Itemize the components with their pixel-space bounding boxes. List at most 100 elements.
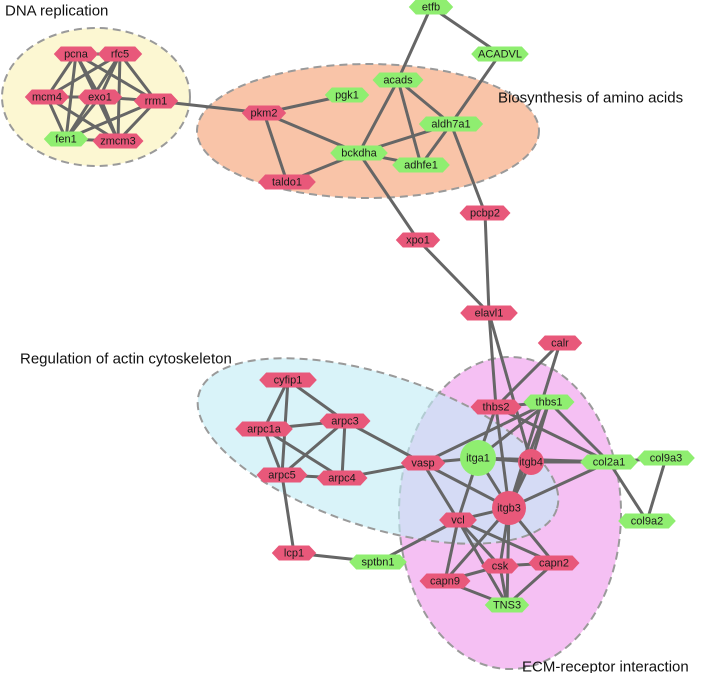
node-label-zmcm3: zmcm3 bbox=[100, 136, 135, 148]
node-shape-itga1 bbox=[460, 440, 496, 476]
node-shape-col2a1 bbox=[580, 454, 638, 470]
edge-vasp-vcl bbox=[421, 461, 460, 522]
edge-thbs2-col2a1 bbox=[494, 405, 611, 464]
cluster-label-actin: Regulation of actin cytoskeleton bbox=[20, 351, 232, 368]
edge-acads-bckdha bbox=[357, 78, 400, 155]
node-label-aldh7a1: aldh7a1 bbox=[431, 119, 470, 131]
edge-arpc3-arpc4 bbox=[340, 419, 347, 480]
edge-aldh7a1-pcbp2 bbox=[449, 122, 487, 215]
node-label-bckdha: bckdha bbox=[341, 148, 377, 160]
node-label-elavl1: elavl1 bbox=[475, 308, 504, 320]
edge-col2a1-col9a2 bbox=[607, 460, 649, 523]
edge-arpc5-lcp1 bbox=[280, 473, 296, 555]
node-label-calr: calr bbox=[551, 338, 569, 350]
node-label-sptbn1: sptbn1 bbox=[361, 557, 394, 569]
edge-xpo1-elavl1 bbox=[416, 238, 491, 315]
node-shape-capn2 bbox=[528, 555, 580, 571]
node-zmcm3: zmcm3 bbox=[92, 133, 144, 149]
node-shape-col9a2 bbox=[618, 513, 676, 529]
edge-thbs1-col2a1 bbox=[547, 400, 611, 464]
node-label-itgb3: itgb3 bbox=[497, 503, 521, 515]
node-itgb4: itgb4 bbox=[518, 449, 544, 475]
node-shape-csk bbox=[481, 558, 519, 574]
edge-arpc3-arpc5 bbox=[280, 419, 347, 477]
edge-elavl1-thbs2 bbox=[487, 311, 498, 409]
node-mcm4: mcm4 bbox=[24, 89, 70, 105]
node-shape-thbs2 bbox=[470, 399, 522, 415]
node-shape-vcl bbox=[439, 512, 477, 528]
node-cyfip1: cyfip1 bbox=[259, 372, 317, 388]
node-shape-taldo1 bbox=[258, 174, 316, 190]
node-shape-acads bbox=[372, 72, 424, 88]
node-label-pcbp2: pcbp2 bbox=[470, 208, 500, 220]
edge-ACADVL-aldh7a1 bbox=[449, 52, 502, 126]
node-rfc5: rfc5 bbox=[97, 46, 143, 62]
node-aldh7a1: aldh7a1 bbox=[418, 116, 484, 132]
node-thbs1: thbs1 bbox=[523, 394, 575, 410]
node-label-rfc5: rfc5 bbox=[111, 49, 129, 61]
edge-acads-adhfe1 bbox=[396, 78, 423, 167]
node-label-capn9: capn9 bbox=[430, 576, 460, 588]
node-elavl1: elavl1 bbox=[460, 305, 518, 321]
node-csk: csk bbox=[481, 558, 519, 574]
node-label-col9a2: col9a2 bbox=[631, 516, 663, 528]
edge-vcl-capn9 bbox=[443, 518, 460, 583]
edge-vcl-TNS3 bbox=[456, 518, 509, 607]
node-shape-adhfe1 bbox=[392, 157, 450, 173]
node-adhfe1: adhfe1 bbox=[392, 157, 450, 173]
node-label-vasp: vasp bbox=[411, 458, 434, 470]
node-arpc1a: arpc1a bbox=[235, 421, 293, 437]
node-label-pcna: pcna bbox=[64, 49, 89, 61]
node-pcbp2: pcbp2 bbox=[459, 205, 511, 221]
node-shape-itgb4 bbox=[518, 449, 544, 475]
cluster-label-ecm: ECM-receptor interaction bbox=[522, 659, 689, 673]
node-ACADVL: ACADVL bbox=[471, 46, 529, 62]
node-shape-fen1 bbox=[43, 131, 89, 147]
node-exo1: exo1 bbox=[77, 89, 123, 105]
node-shape-capn9 bbox=[419, 573, 471, 589]
node-rrm1: rrm1 bbox=[133, 93, 179, 109]
edge-calr-thbs2 bbox=[494, 341, 562, 409]
node-label-taldo1: taldo1 bbox=[272, 177, 302, 189]
node-shape-itgb3 bbox=[492, 491, 526, 525]
edge-etfb-ACADVL bbox=[429, 5, 502, 56]
node-arpc3: arpc3 bbox=[319, 413, 371, 429]
node-label-itga1: itga1 bbox=[466, 453, 490, 465]
node-label-ACADVL: ACADVL bbox=[478, 49, 522, 61]
edge-vcl-csk bbox=[456, 518, 502, 568]
node-shape-lcp1 bbox=[271, 545, 317, 561]
cluster-label-bio: Biosynthesis of amino acids bbox=[498, 90, 683, 107]
node-label-exo1: exo1 bbox=[88, 92, 112, 104]
node-etfb: etfb bbox=[408, 0, 454, 15]
node-shape-bckdha bbox=[330, 145, 388, 161]
node-shape-arpc3 bbox=[319, 413, 371, 429]
node-shape-TNS3 bbox=[484, 597, 530, 613]
node-arpc5: arpc5 bbox=[256, 467, 308, 483]
node-pgk1: pgk1 bbox=[324, 87, 370, 103]
node-thbs2: thbs2 bbox=[470, 399, 522, 415]
node-shape-pcna bbox=[53, 46, 99, 62]
node-label-TNS3: TNS3 bbox=[493, 600, 521, 612]
node-shape-sptbn1 bbox=[349, 554, 407, 570]
node-shape-pcbp2 bbox=[459, 205, 511, 221]
node-shape-arpc5 bbox=[256, 467, 308, 483]
node-label-vcl: vcl bbox=[451, 515, 464, 527]
node-shape-vasp bbox=[400, 455, 446, 471]
node-calr: calr bbox=[537, 335, 583, 351]
node-label-pgk1: pgk1 bbox=[335, 90, 359, 102]
node-itga1: itga1 bbox=[460, 440, 496, 476]
node-label-itgb4: itgb4 bbox=[519, 457, 543, 469]
node-capn2: capn2 bbox=[528, 555, 580, 571]
node-label-xpo1: xpo1 bbox=[406, 235, 430, 247]
node-fen1: fen1 bbox=[43, 131, 89, 147]
edge-arpc1a-arpc4 bbox=[262, 427, 344, 480]
node-label-capn2: capn2 bbox=[539, 558, 569, 570]
edge-pcna-rrm1 bbox=[74, 52, 158, 103]
node-shape-arpc1a bbox=[235, 421, 293, 437]
node-col2a1: col2a1 bbox=[580, 454, 638, 470]
node-shape-pkm2 bbox=[241, 105, 287, 121]
